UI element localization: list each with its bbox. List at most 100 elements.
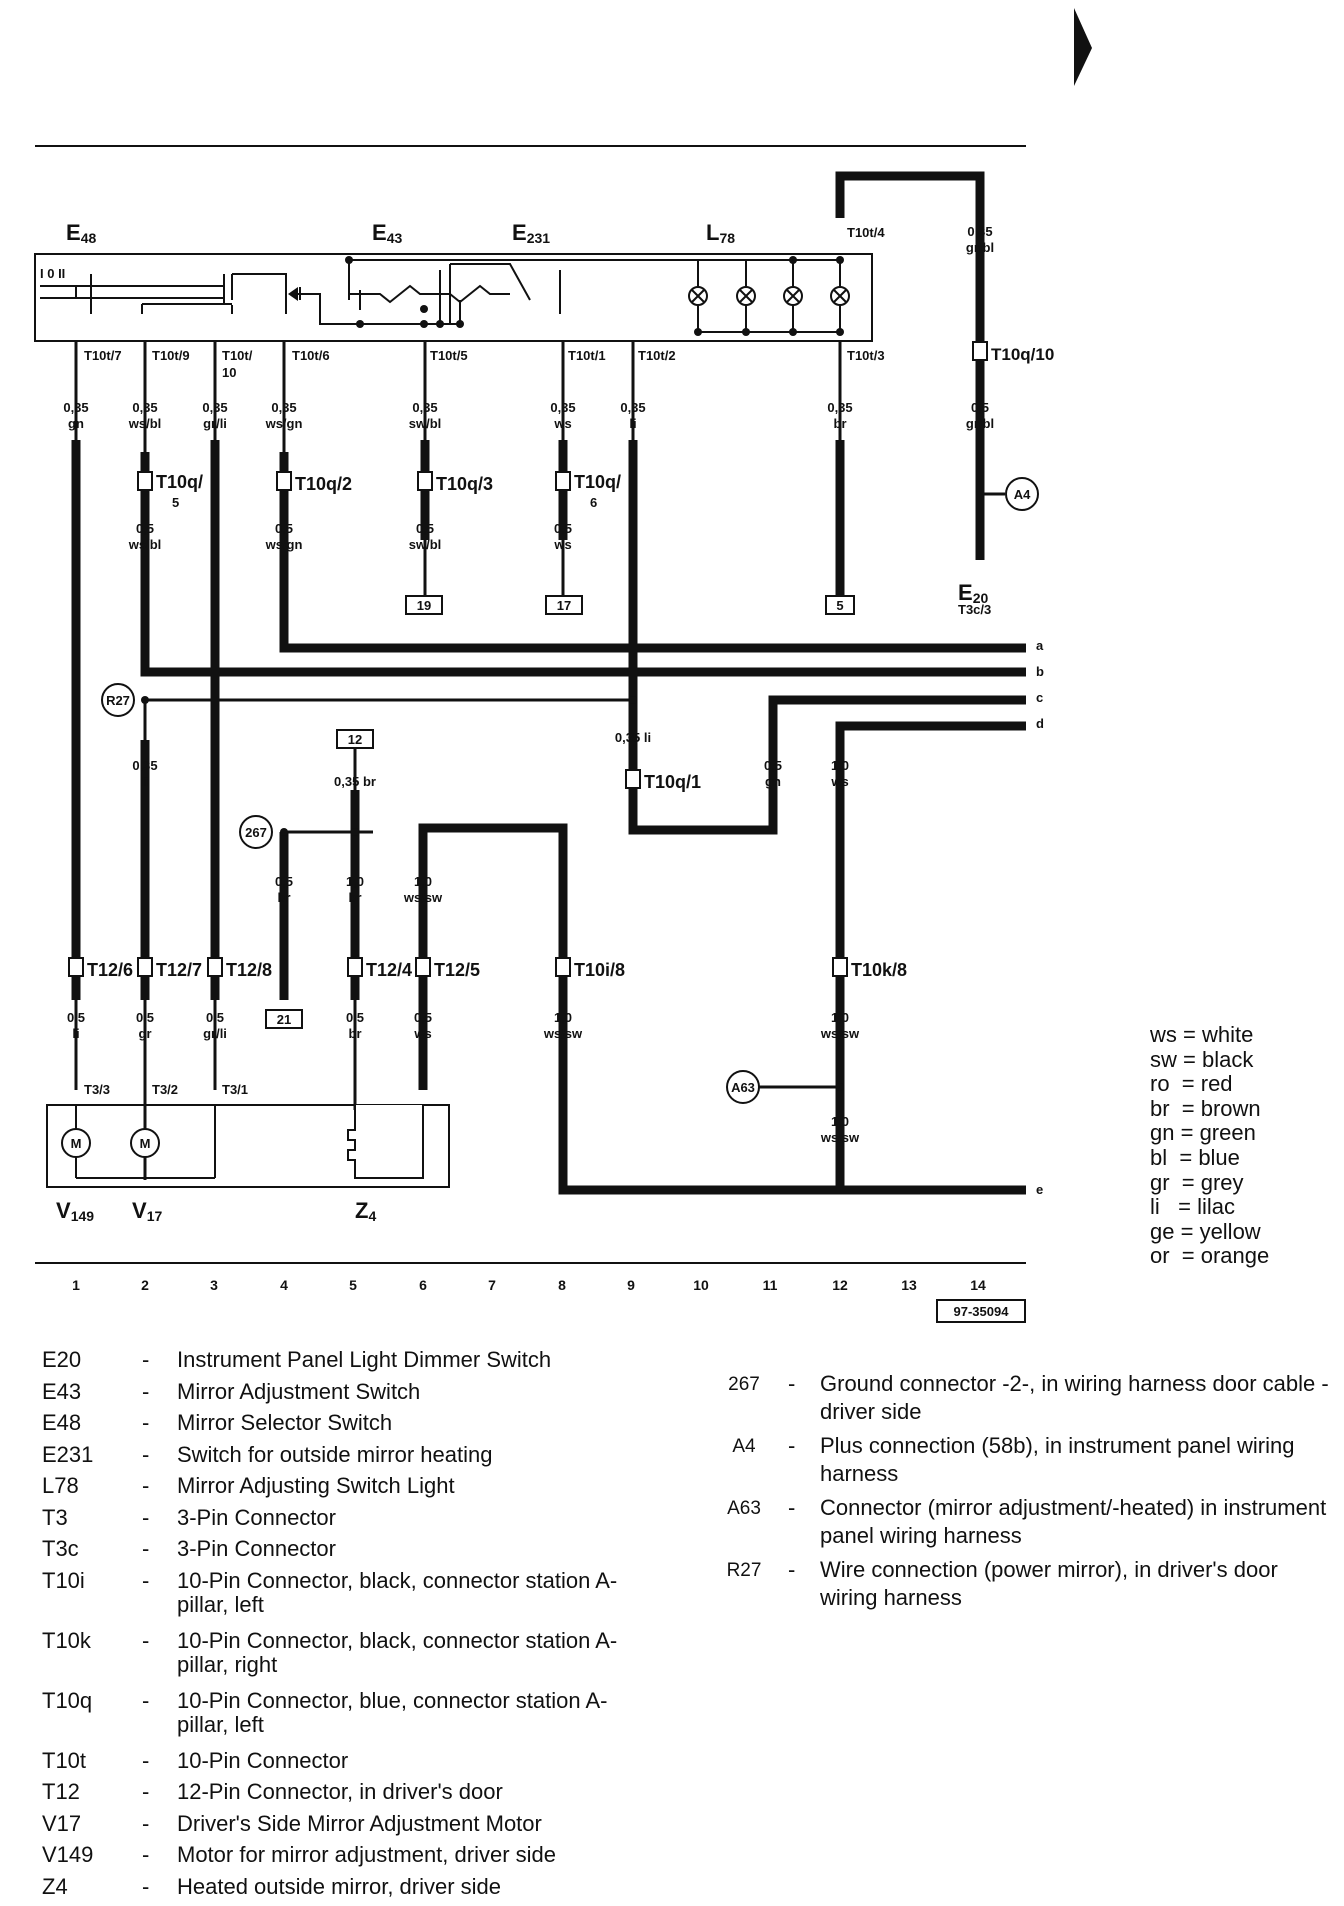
svg-text:1,0: 1,0 [414,874,432,889]
motor-icons [62,1105,423,1178]
color-legend-row: gn = green [1150,1121,1269,1146]
legend-row: V17-Driver's Side Mirror Adjustment Moto… [42,1812,662,1844]
svg-text:gr/bl: gr/bl [966,416,994,431]
svg-text:ws/sw: ws/sw [543,1026,583,1041]
legend-row: T10i-10-Pin Connector, black, connector … [42,1569,662,1629]
svg-text:T10t/5: T10t/5 [430,348,468,363]
svg-text:ws/bl: ws/bl [128,537,162,552]
svg-text:6: 6 [590,495,597,510]
legend-row: E20-Instrument Panel Light Dimmer Switch [42,1348,662,1380]
svg-text:A63: A63 [731,1080,755,1095]
legend-row: L78-Mirror Adjusting Switch Light [42,1474,662,1506]
symbol-legend-row: 267-Ground connector -2-, in wiring harn… [720,1370,1340,1432]
svg-text:R27: R27 [106,693,130,708]
svg-text:1: 1 [72,1277,80,1293]
svg-text:T10t/1: T10t/1 [568,348,606,363]
svg-text:sw/bl: sw/bl [409,537,442,552]
svg-text:0,35: 0,35 [550,400,575,415]
svg-text:19: 19 [417,598,431,613]
legend-row: E43-Mirror Adjustment Switch [42,1380,662,1412]
legend-row: T3c-3-Pin Connector [42,1537,662,1569]
column-numbers: 1 2 3 4 5 6 7 8 9 10 11 12 13 14 [72,1277,986,1293]
svg-text:T12/4: T12/4 [366,960,412,980]
component-l78: L78 [706,220,735,246]
svg-text:T12/5: T12/5 [434,960,480,980]
legend-row: Z4-Heated outside mirror, driver side [42,1875,662,1906]
svg-text:gr/li: gr/li [203,1026,227,1041]
svg-text:br: br [349,1026,362,1041]
next-page-arrow-icon[interactable] [1074,8,1092,86]
svg-text:0,35: 0,35 [202,400,227,415]
svg-text:0,5: 0,5 [206,1010,224,1025]
svg-text:gr/bl: gr/bl [966,240,994,255]
svg-text:ws/bl: ws/bl [128,416,162,431]
svg-text:0,35: 0,35 [63,400,88,415]
svg-text:ws/gn: ws/gn [265,537,303,552]
svg-text:6: 6 [419,1277,427,1293]
svg-text:1,0: 1,0 [831,1010,849,1025]
legend-row: T10k-10-Pin Connector, black, connector … [42,1629,662,1689]
svg-text:5: 5 [172,495,179,510]
symbol-legend-row: A4-Plus connection (58b), in instrument … [720,1432,1340,1494]
svg-text:T10q/: T10q/ [156,472,203,492]
svg-text:0,35 br: 0,35 br [334,774,376,789]
legend-row: E48-Mirror Selector Switch [42,1411,662,1443]
svg-text:c: c [1036,690,1043,705]
svg-text:A4: A4 [1014,487,1031,502]
svg-text:gr/li: gr/li [203,416,227,431]
connector-icon: A63 [720,1488,768,1530]
svg-text:13: 13 [901,1277,917,1293]
component-z4: Z4 [355,1198,376,1224]
svg-text:0,35: 0,35 [132,758,157,773]
reference-circle-labels: R27 267 A4 A63 [106,487,1031,1095]
svg-text:br: br [834,416,847,431]
svg-text:10: 10 [693,1277,709,1293]
symbol-legend: 267-Ground connector -2-, in wiring harn… [720,1370,1340,1618]
svg-text:17: 17 [557,598,571,613]
connector-labels: T10q/5 T10q/2 T10q/3 T10q/6 T10q/10 T10q… [84,345,1054,1097]
color-legend-row: sw = black [1150,1048,1269,1073]
legend-row: T3-3-Pin Connector [42,1506,662,1538]
svg-text:T10t/3: T10t/3 [847,348,885,363]
svg-text:e: e [1036,1182,1043,1197]
svg-text:T10t/6: T10t/6 [292,348,330,363]
svg-text:0,35: 0,35 [132,400,157,415]
color-legend-row: li = lilac [1150,1195,1269,1220]
svg-text:7: 7 [488,1277,496,1293]
svg-text:li: li [629,416,636,431]
svg-text:br: br [278,890,291,905]
svg-text:3: 3 [210,1277,218,1293]
component-e231: E231 [512,220,550,246]
color-legend-row: bl = blue [1150,1146,1269,1171]
svg-text:0,35: 0,35 [412,400,437,415]
color-legend: ws = white sw = black ro = red br = brow… [1150,1023,1269,1269]
svg-text:ws: ws [553,416,571,431]
top-pin-labels: T10t/7 T10t/9 T10t/ 10 T10t/6 T10t/5 T10… [84,225,885,380]
svg-text:a: a [1036,638,1044,653]
color-legend-row: or = orange [1150,1244,1269,1269]
svg-text:ws: ws [553,537,571,552]
svg-text:0,35: 0,35 [967,224,992,239]
lamp-icons [689,287,849,305]
motor-v149-m: M [71,1136,82,1151]
svg-text:li: li [141,774,148,789]
svg-text:2: 2 [141,1277,149,1293]
svg-text:T10t/7: T10t/7 [84,348,122,363]
svg-text:gn: gn [765,774,781,789]
color-legend-row: gr = grey [1150,1171,1269,1196]
svg-text:ws/gn: ws/gn [265,416,303,431]
svg-text:0,35: 0,35 [827,400,852,415]
svg-text:T12/8: T12/8 [226,960,272,980]
svg-text:1,0: 1,0 [346,874,364,889]
svg-text:sw/bl: sw/bl [409,416,442,431]
svg-text:0,5: 0,5 [554,521,572,536]
svg-text:0,35 li: 0,35 li [615,730,651,745]
svg-text:5: 5 [349,1277,357,1293]
svg-text:ws/sw: ws/sw [403,890,443,905]
svg-text:d: d [1036,716,1044,731]
color-legend-row: br = brown [1150,1097,1269,1122]
svg-text:T10t/4: T10t/4 [847,225,885,240]
legend-row: T10t-10-Pin Connector [42,1749,662,1781]
svg-text:T10t/9: T10t/9 [152,348,190,363]
svg-text:0,5: 0,5 [346,1010,364,1025]
